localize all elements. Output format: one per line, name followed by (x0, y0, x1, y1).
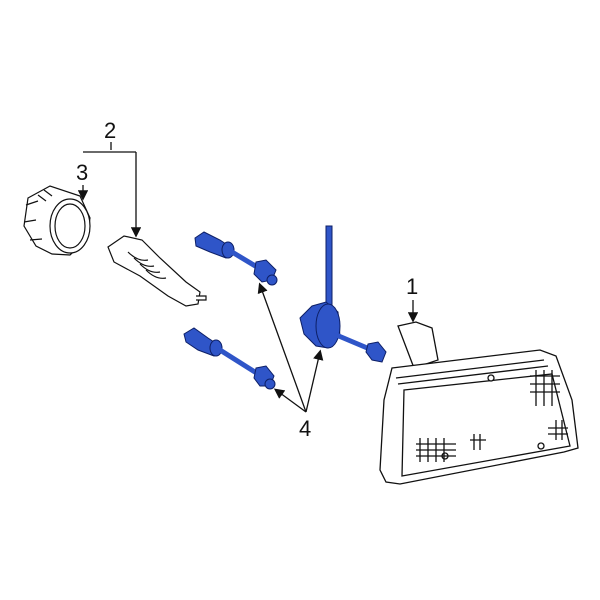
callout-4: 4 (299, 416, 312, 441)
adjuster-screw-lower (183, 327, 276, 390)
bulb-cap-part (23, 185, 91, 256)
callout-1: 1 (406, 274, 419, 299)
adjuster-screw-upper (194, 231, 278, 286)
bulb-part (107, 235, 207, 307)
adjuster-screw-vertical (299, 225, 387, 363)
callout-2: 2 (104, 118, 117, 143)
leader-lines (77, 142, 419, 413)
callout-3: 3 (76, 160, 89, 185)
headlamp-part (379, 321, 579, 485)
